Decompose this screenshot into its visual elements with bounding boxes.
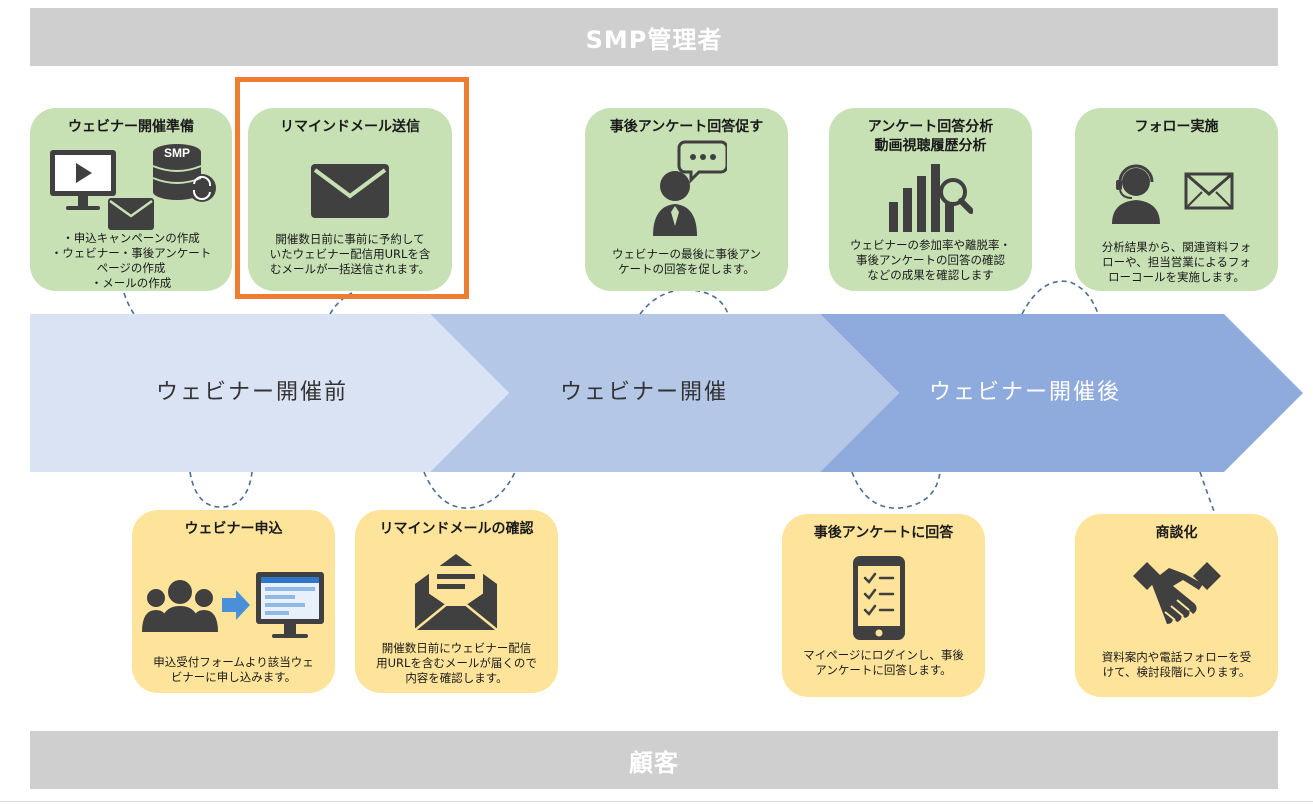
customer-card-check-desc-line: 内容を確認します。	[405, 671, 508, 685]
admin-banner: SMP管理者	[30, 8, 1278, 66]
admin-card-prep-desc-line: ・申込キャンペーンの作成	[62, 231, 200, 245]
admin-card-remind-desc-line: いたウェビナー配信用URLを含	[269, 247, 431, 261]
customer-card-apply-desc: 申込受付フォームより該当ウェ ビナーに申し込みます。	[138, 655, 329, 685]
admin-card-analysis-desc-line: などの成果を確認します	[867, 268, 994, 282]
envelope-icon	[311, 164, 389, 218]
customer-card-check-desc-line: 用URLを含むメールが届くので	[376, 656, 537, 670]
customer-card-deal-title: 商談化	[1155, 525, 1198, 541]
admin-banner-title: SMP管理者	[585, 25, 723, 54]
admin-card-follow-desc-line: ローや、担当営業によるフォ	[1102, 255, 1251, 269]
admin-card-follow-title: フォロー実施	[1134, 119, 1219, 135]
customer-card-answer-desc-line: マイページにログインし、事後	[803, 648, 964, 662]
admin-card-analysis-desc-line: 事後アンケートの回答の確認	[855, 253, 1006, 267]
admin-card-prep-desc-line: ページの作成	[96, 261, 166, 275]
customer-card-answer-title: 事後アンケートに回答	[813, 525, 954, 541]
admin-card-follow-desc: 分析結果から、関連資料フォ ローや、担当営業によるフォ ローコールを実施します。	[1081, 240, 1272, 285]
monitor-db-mail-icon: SMP	[50, 144, 216, 230]
customer-card-check: リマインドメールの確認 開催数日前にウェビナー配信 用URLを含むメールが届くの…	[355, 510, 558, 693]
customer-card-answer-desc-line: アンケートに回答します。	[815, 663, 952, 677]
stage-label-during: ウェビナー開催	[560, 380, 729, 405]
stage-label-after: ウェビナー開催後	[929, 380, 1122, 405]
admin-card-analysis-title-line: 動画視聴履歴分析	[874, 138, 987, 154]
customer-card-apply-title: ウェビナー申込	[184, 521, 283, 537]
customer-card-check-title: リマインドメールの確認	[379, 521, 534, 537]
admin-card-analysis: アンケート回答分析 動画視聴履歴分析 ウェビナーの参加率や離脱率・ 事後アンケー…	[829, 108, 1032, 291]
customer-card-deal: 商談化 資料案内や電話フォローを受 けて、検討段階に入ります。	[1075, 514, 1278, 697]
customer-card-apply-desc-line: 申込受付フォームより該当ウェ	[153, 655, 314, 669]
admin-card-remind: リマインドメール送信 開催数日前に事前に予約して いたウェビナー配信用URLを含…	[248, 108, 452, 291]
smartphone-checklist-icon	[853, 556, 905, 640]
admin-card-prompt-title: 事後アンケート回答促す	[609, 119, 764, 135]
bar-chart-magnifier-icon	[889, 164, 973, 232]
smp-badge: SMP	[164, 146, 190, 160]
open-envelope-icon	[414, 554, 498, 631]
customer-card-apply: ウェビナー申込 申込受付フォームより該当ウェ ビナーに申し込みます。	[132, 510, 335, 693]
admin-card-remind-desc-line: 開催数日前に事前に予約して	[275, 232, 425, 246]
admin-card-follow: フォロー実施 分析結果から、関連資料フォ ローや、担当営業によるフォ ローコール…	[1075, 108, 1278, 291]
customer-card-deal-desc: 資料案内や電話フォローを受 けて、検討段階に入ります。	[1081, 650, 1272, 680]
admin-card-prompt-desc-line: ウェビナーの最後に事後アン	[611, 247, 762, 261]
customer-banner: 顧客	[30, 731, 1278, 789]
customer-card-apply-desc-line: ビナーに申し込みます。	[170, 670, 297, 684]
customer-card-answer: 事後アンケートに回答 マイページにログインし、事後 アンケートに回答します。	[782, 514, 985, 697]
admin-card-prompt-desc: ウェビナーの最後に事後アン ケートの回答を促します。	[591, 247, 782, 277]
stage-label-before: ウェビナー開催前	[156, 380, 349, 405]
admin-card-prep-desc: ・申込キャンペーンの作成 ・ウェビナー・事後アンケート ページの作成 ・メールの…	[36, 231, 226, 291]
person-speech-icon	[653, 140, 727, 236]
stage-arrow-after	[820, 314, 1303, 472]
admin-card-follow-desc-line: ローコールを実施します。	[1108, 270, 1245, 284]
handshake-icon	[1133, 562, 1221, 624]
admin-card-prompt-desc-line: ケートの回答を促します。	[618, 262, 755, 276]
group-to-monitor-icon	[142, 572, 324, 638]
admin-card-prep-desc-line: ・メールの作成	[90, 276, 172, 290]
customer-card-answer-desc: マイページにログインし、事後 アンケートに回答します。	[788, 648, 979, 678]
customer-card-deal-desc-line: けて、検討段階に入ります。	[1102, 665, 1251, 679]
admin-card-analysis-desc: ウェビナーの参加率や離脱率・ 事後アンケートの回答の確認 などの成果を確認します	[835, 238, 1026, 283]
headset-envelope-icon	[1112, 164, 1234, 224]
admin-card-remind-desc-line: むメールが一括送信されます。	[270, 262, 430, 276]
admin-card-prep-title: ウェビナー開催準備	[68, 119, 194, 135]
admin-card-analysis-title: アンケート回答分析 動画視聴履歴分析	[837, 118, 1024, 156]
admin-card-analysis-title-line: アンケート回答分析	[867, 119, 994, 135]
admin-card-prep-desc-line: ・ウェビナー・事後アンケート	[50, 246, 212, 260]
admin-card-remind-title: リマインドメール送信	[280, 119, 420, 135]
customer-card-check-desc-line: 開催数日前にウェビナー配信	[381, 641, 532, 655]
stage-arrow-before	[30, 314, 509, 472]
customer-card-deal-desc-line: 資料案内や電話フォローを受	[1101, 650, 1252, 664]
admin-card-remind-desc: 開催数日前に事前に予約して いたウェビナー配信用URLを含 むメールが一括送信さ…	[254, 232, 446, 277]
bottom-divider	[0, 801, 1313, 802]
customer-card-check-desc: 開催数日前にウェビナー配信 用URLを含むメールが届くので 内容を確認します。	[361, 641, 552, 686]
customer-banner-title: 顧客	[629, 748, 679, 777]
admin-card-analysis-desc-line: ウェビナーの参加率や離脱率・	[850, 238, 1011, 252]
highlight-frame	[235, 77, 469, 299]
stage-arrow-during	[430, 314, 899, 472]
admin-card-prep: ウェビナー開催準備 SMP ・申込キャンペーンの作成 ・ウェビナー・事後アンケー…	[30, 108, 232, 291]
admin-card-prompt: 事後アンケート回答促す ウェビナーの最後に事後アン ケートの回答を促します。	[585, 108, 788, 291]
admin-card-follow-desc-line: 分析結果から、関連資料フォ	[1101, 240, 1252, 254]
